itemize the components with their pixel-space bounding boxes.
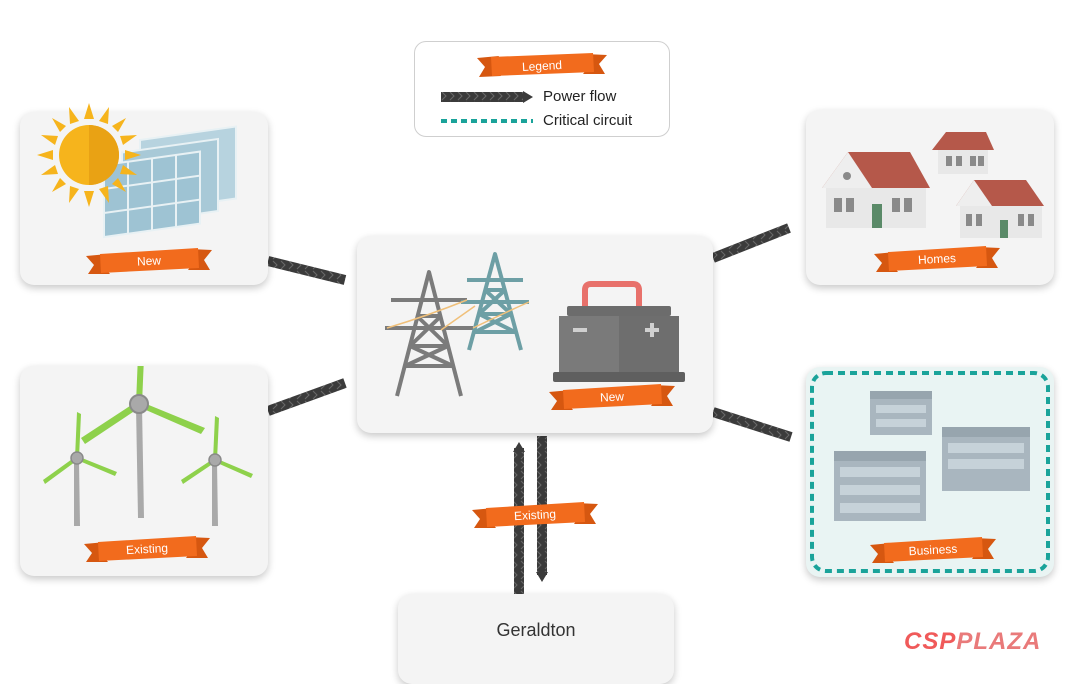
csp-plaza-watermark: CSPPLAZA [904, 628, 1041, 656]
critical-circuit-swatch-icon [441, 118, 533, 123]
legend-title-ribbon: Legend [475, 52, 609, 80]
legend-power-flow: Power flow [441, 88, 616, 105]
battery-icon [553, 281, 685, 382]
flow-hub-to-business [711, 407, 793, 442]
wind-turbines-icon [43, 366, 253, 526]
hub-card: New [357, 236, 713, 433]
business-ribbon: Business [868, 535, 998, 565]
watermark-part1: CSP [904, 628, 957, 655]
wind-card: Existing [20, 366, 268, 576]
legend-critical-circuit: Critical circuit [441, 112, 632, 129]
geraldton-card: Geraldton [398, 594, 674, 684]
business-card: Business [806, 367, 1054, 577]
homes-card: Homes [806, 110, 1054, 285]
wind-ribbon: Existing [82, 534, 212, 564]
solar-card: New [20, 103, 268, 285]
sun-icon [37, 103, 141, 207]
flow-solar-to-hub [266, 256, 347, 285]
power-flow-swatch-icon [441, 90, 533, 103]
solar-ribbon: New [84, 246, 214, 276]
watermark-part2: PLAZA [956, 628, 1042, 655]
office-buildings-icon [834, 391, 1030, 521]
flow-wind-to-hub [266, 378, 347, 416]
flow-hub-to-homes [711, 223, 791, 263]
legend-critical-circuit-label: Critical circuit [543, 112, 633, 129]
transmission-towers-icon [385, 252, 530, 397]
homes-ribbon: Homes [872, 244, 1002, 274]
critical-circuit-border [810, 371, 1050, 573]
legend-power-flow-label: Power flow [543, 88, 617, 105]
legend-box: Legend Power flow Critical circuit [414, 41, 670, 137]
hub-ribbon: New [547, 382, 677, 412]
geraldton-label: Geraldton [496, 620, 576, 640]
grid-link-ribbon: Existing [470, 500, 600, 530]
houses-icon [822, 132, 1044, 238]
solar-panels-icon [103, 125, 237, 239]
